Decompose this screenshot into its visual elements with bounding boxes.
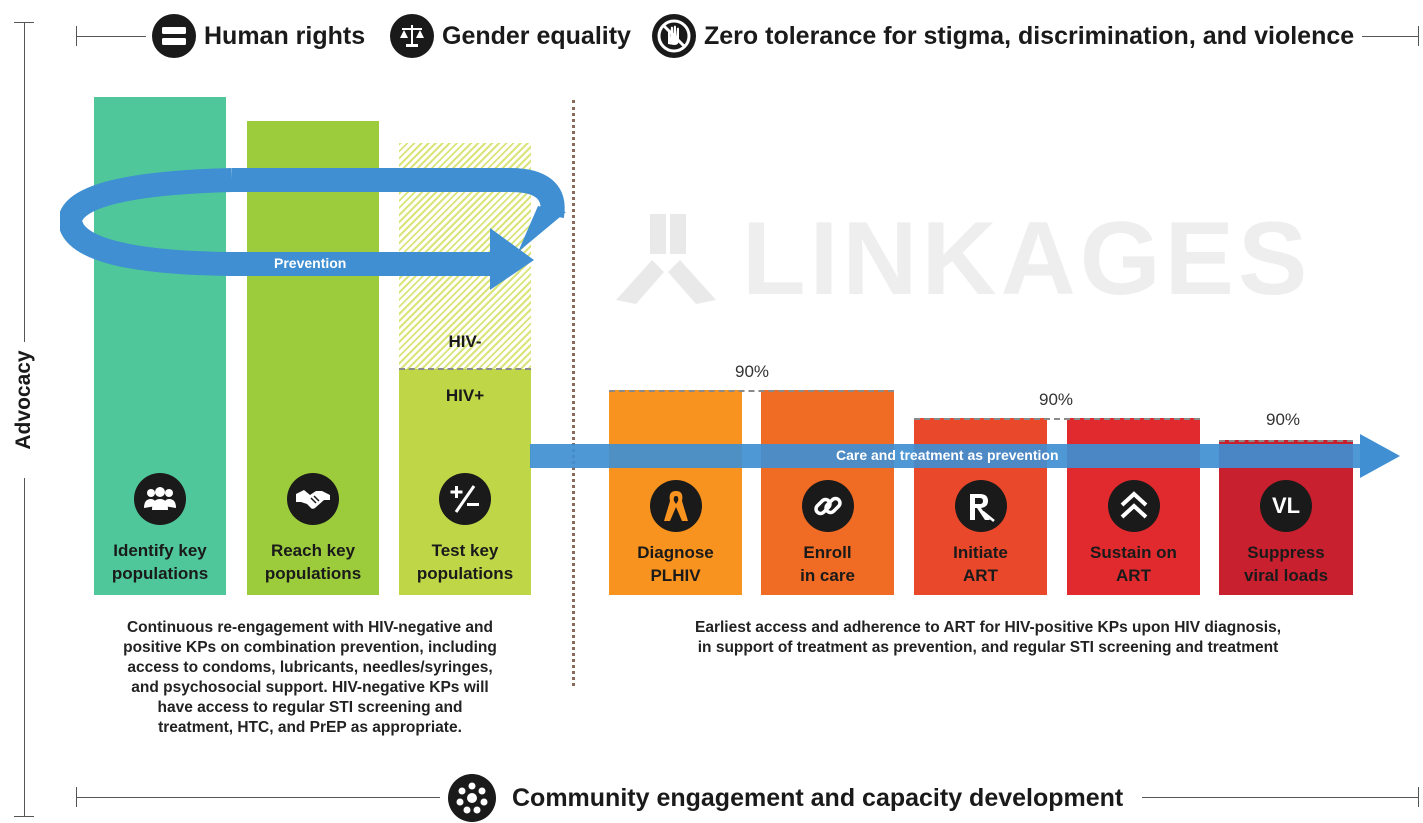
chevrons-up-icon bbox=[1107, 480, 1160, 532]
header-item-gender-equality: Gender equality bbox=[390, 14, 631, 58]
rx-icon bbox=[954, 480, 1007, 532]
linkages-logo-icon bbox=[616, 213, 716, 304]
section-divider bbox=[572, 100, 575, 686]
care-treatment-arrow-label: Care and treatment as prevention bbox=[836, 447, 1059, 463]
description-line: treatment, HTC, and PrEP as appropriate. bbox=[158, 719, 462, 736]
plus-minus-icon bbox=[439, 473, 491, 525]
description-line: and psychosocial support. HIV-negative K… bbox=[131, 679, 489, 696]
pct-label-1: 90% bbox=[735, 362, 770, 381]
bar-label-line2: ART bbox=[963, 566, 998, 585]
bar-label-line1: Enroll bbox=[803, 543, 852, 562]
pct-label-2: 90% bbox=[1039, 390, 1074, 409]
header-item-label: Gender equality bbox=[442, 21, 631, 50]
footer-bracket-right bbox=[1142, 797, 1418, 798]
care-treatment-arrow bbox=[530, 434, 1400, 478]
advocacy-bracket-top bbox=[24, 22, 25, 342]
bar-label-line2: viral loads bbox=[1243, 566, 1329, 585]
hiv-positive-label: HIV+ bbox=[445, 386, 485, 405]
prevention-arrow-label: Prevention bbox=[274, 255, 347, 271]
people-icon bbox=[134, 473, 186, 525]
community-icon bbox=[448, 774, 496, 822]
pct-dash-3 bbox=[1219, 440, 1353, 442]
bar-label-line1: Initiate bbox=[953, 543, 1008, 562]
ribbon-icon bbox=[649, 480, 702, 532]
pct-dash-2 bbox=[914, 418, 1200, 420]
header-item-label: Human rights bbox=[204, 21, 366, 50]
description-line: positive KPs on combination prevention, … bbox=[123, 639, 497, 656]
bar-label-line1: Identify key bbox=[113, 541, 207, 560]
bar-label-line2: populations bbox=[416, 564, 514, 583]
bar-enroll: Enroll in care bbox=[761, 390, 894, 595]
linkages-watermark: LINKAGES bbox=[606, 200, 1311, 319]
bar-label-line2: in care bbox=[800, 566, 855, 585]
footer-bracket-right-tick bbox=[1418, 787, 1419, 807]
handshake-icon bbox=[287, 473, 339, 525]
footer-bracket-left bbox=[76, 797, 440, 798]
bar-label-line1: Diagnose bbox=[637, 543, 714, 562]
hiv-split-dash bbox=[399, 368, 531, 370]
bar-label-line2: populations bbox=[264, 564, 362, 583]
header-item-zero-tolerance: Zero tolerance for stigma, discriminatio… bbox=[652, 14, 1354, 58]
bar-diagnose: Diagnose PLHIV bbox=[609, 390, 742, 595]
description-line: in support of treatment as prevention, a… bbox=[697, 639, 1279, 656]
pct-label-3: 90% bbox=[1266, 410, 1301, 429]
bar-label-line2: ART bbox=[1116, 566, 1151, 585]
advocacy-label: Advocacy bbox=[12, 350, 35, 450]
equals-icon bbox=[152, 14, 196, 58]
vl-icon: VL bbox=[1260, 480, 1312, 532]
bar-label-line2: PLHIV bbox=[650, 566, 701, 585]
link-icon bbox=[801, 480, 854, 532]
footer-label: Community engagement and capacity develo… bbox=[512, 783, 1124, 812]
advocacy-bracket-bottom-tick bbox=[14, 816, 34, 817]
footer-item: Community engagement and capacity develo… bbox=[448, 774, 1123, 822]
stop-hand-icon bbox=[652, 14, 696, 58]
advocacy-bracket-bottom bbox=[24, 478, 25, 816]
bar-label-line1: Suppress bbox=[1247, 543, 1325, 562]
header-bracket-right-tick bbox=[1418, 26, 1419, 46]
bar-test-hiv-positive: HIV+ Test key populations bbox=[399, 369, 531, 595]
advocacy-bracket-top-tick bbox=[14, 22, 34, 23]
header-item-label: Zero tolerance for stigma, discriminatio… bbox=[704, 21, 1355, 50]
prevention-cycle-arrow bbox=[60, 168, 566, 290]
description-line: access to condoms, lubricants, needles/s… bbox=[127, 659, 493, 676]
prevention-description: Continuous re-engagement with HIV-negati… bbox=[60, 618, 560, 738]
treatment-description: Earliest access and adherence to ART for… bbox=[600, 618, 1376, 658]
hiv-negative-label: HIV- bbox=[448, 332, 482, 351]
bar-label-line1: Reach key bbox=[270, 541, 356, 560]
vl-icon-text: VL bbox=[1271, 493, 1301, 518]
bar-label-line1: Test key bbox=[431, 541, 499, 560]
description-line: Continuous re-engagement with HIV-negati… bbox=[126, 619, 493, 636]
description-line: Earliest access and adherence to ART for… bbox=[695, 619, 1281, 636]
header-bracket-right bbox=[1362, 36, 1418, 37]
scales-icon bbox=[390, 14, 434, 58]
description-line: have access to regular STI screening and bbox=[157, 699, 463, 716]
bar-label-line1: Sustain on bbox=[1090, 543, 1177, 562]
bar-reach: Reach key populations bbox=[247, 121, 379, 595]
watermark-text: LINKAGES bbox=[742, 201, 1312, 317]
header-item-human-rights: Human rights bbox=[152, 14, 365, 58]
header-bracket-left bbox=[76, 36, 146, 37]
pct-dash-1 bbox=[609, 390, 894, 392]
bar-label-line2: populations bbox=[111, 564, 209, 583]
